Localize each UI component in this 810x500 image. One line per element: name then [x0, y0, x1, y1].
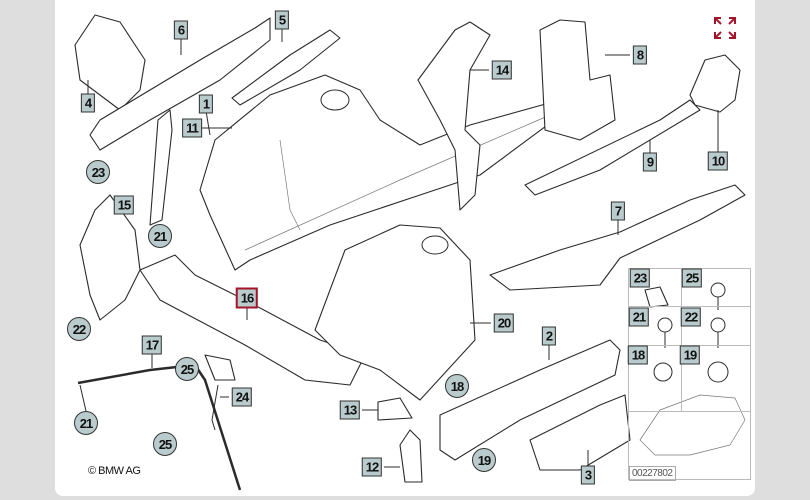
callout-4[interactable]: 4	[80, 93, 96, 113]
fastener-23	[644, 286, 669, 308]
fastener-grid	[628, 268, 751, 480]
callout-18[interactable]: 18	[445, 374, 469, 398]
callout-13[interactable]: 13	[339, 400, 361, 420]
part-4	[74, 14, 146, 111]
part-8	[539, 19, 616, 141]
part-12	[399, 429, 423, 483]
callout-6[interactable]: 6	[173, 20, 189, 40]
part-9	[524, 99, 701, 196]
grid-callout-18[interactable]: 18	[627, 345, 649, 365]
callout-22[interactable]: 22	[67, 317, 91, 341]
callout-11[interactable]: 11	[182, 118, 202, 138]
expand-icon[interactable]	[712, 15, 738, 41]
callout-9[interactable]: 9	[642, 152, 658, 172]
callout-25[interactable]: 25	[175, 357, 199, 381]
callout-2[interactable]: 2	[541, 326, 557, 346]
callout-3[interactable]: 3	[580, 465, 596, 485]
part-14	[417, 21, 491, 211]
callout-21[interactable]: 21	[74, 411, 98, 435]
callout-16-selected[interactable]: 16	[235, 287, 259, 309]
part-2	[439, 339, 621, 461]
part-13	[377, 397, 413, 421]
callout-25[interactable]: 25	[153, 432, 177, 456]
callout-24[interactable]: 24	[231, 387, 253, 407]
part-20	[314, 224, 476, 401]
image-code: 00227802	[629, 466, 676, 481]
callout-8[interactable]: 8	[632, 45, 648, 65]
callout-17[interactable]: 17	[141, 335, 163, 355]
callout-1[interactable]: 1	[198, 94, 214, 114]
callout-7[interactable]: 7	[610, 201, 626, 221]
callout-14[interactable]: 14	[491, 60, 513, 80]
grid-callout-21[interactable]: 21	[628, 307, 650, 327]
fastener-18	[653, 362, 673, 382]
part-3	[529, 394, 631, 471]
copyright-text: © BMW AG	[88, 465, 141, 477]
part-10	[689, 54, 741, 113]
callout-5[interactable]: 5	[274, 10, 290, 30]
part-6	[89, 17, 271, 151]
part-7	[489, 184, 746, 291]
grid-callout-25[interactable]: 25	[681, 268, 703, 288]
callout-15[interactable]: 15	[113, 195, 135, 215]
grid-callout-22[interactable]: 22	[680, 307, 702, 327]
fastener-19	[707, 361, 729, 383]
callout-20[interactable]: 20	[493, 313, 515, 333]
part-11	[149, 109, 173, 226]
part-24	[204, 354, 236, 381]
callout-10[interactable]: 10	[707, 151, 729, 171]
part-5	[231, 29, 341, 106]
grid-callout-23[interactable]: 23	[629, 268, 651, 288]
callout-12[interactable]: 12	[361, 457, 383, 477]
callout-23[interactable]: 23	[86, 160, 110, 184]
callout-19[interactable]: 19	[472, 448, 496, 472]
callout-21[interactable]: 21	[148, 224, 172, 248]
grid-callout-19[interactable]: 19	[679, 345, 701, 365]
